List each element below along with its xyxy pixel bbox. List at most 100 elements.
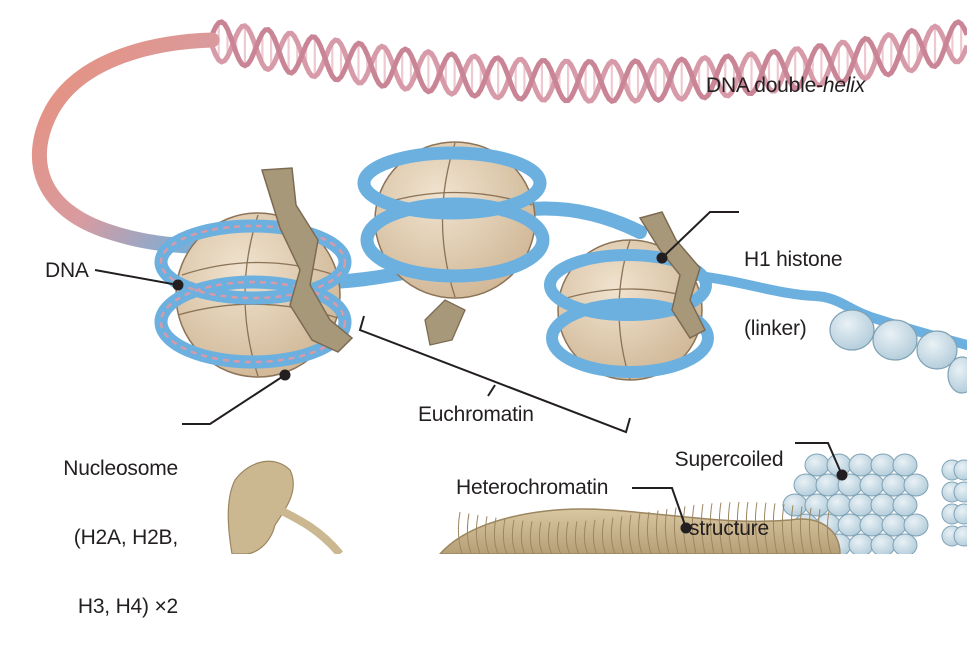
heterochromatin-ridge [574,521,580,554]
heterochromatin-ridge [583,520,589,554]
leader-dna-dot [172,279,184,291]
chromatin-diagram: DNA double-helix H1 histone (linker) DNA… [31,19,967,618]
nucleosome-left [154,212,352,378]
label-dna: DNA [45,259,89,282]
supercoil-bead [903,473,929,497]
supercoil-bead [892,493,918,517]
heterochromatin-ridge [808,507,814,554]
supercoil-bead [903,513,929,537]
heterochromatin-ridge [511,519,517,554]
heterochromatin-ridge [772,503,778,554]
heterochromatin-ridge [709,503,715,554]
supercoil-bead [953,481,967,503]
heterochromatin-ridge [646,511,652,554]
supercoil-bead [881,513,907,537]
leader-h1 [661,211,739,259]
leader-hetero-dot [680,522,692,534]
heterochromatin-ridge [736,501,742,554]
label-nucleosome-line3: H3, H4) ×2 [77,595,178,618]
nucleosome-right [544,239,714,381]
heterochromatin-ridge [493,517,499,554]
heterochromatin-ridge [466,513,472,554]
label-dna-double-helix-italic: helix [822,74,866,97]
supercoil-bead [892,533,918,554]
label-heterochromatin: Heterochromatin [456,476,609,499]
label-nucleosome-line2: (H2A, H2B, [73,526,178,549]
heterochromatin-ridge [547,521,553,554]
h1-histone-right [638,211,706,339]
nucleosome-middle [357,141,550,346]
label-nucleosome-line1: Nucleosome [63,457,178,480]
heterochromatin-ridge [781,504,787,554]
heterochromatin-ridge [619,516,625,554]
heterochromatin-ridge [718,502,724,554]
leader-supercoil [795,442,843,476]
heterochromatin-ridge [529,521,535,554]
leader-nucleosome [182,374,286,425]
heterochromatin-ridge [457,511,463,554]
heterochromatin-ridge [556,521,562,554]
chromatin-beads [829,309,967,394]
leader-dna [94,269,179,286]
heterochromatin-ridge [502,518,508,554]
heterochromatin-ridge [727,502,733,554]
heterochromatin-ridge [799,506,805,554]
supercoil-bead [859,473,885,497]
heterochromatin-ridge [817,509,823,554]
heterochromatin-ridge [592,519,598,554]
h1-histone-left [261,167,354,353]
supercoil-bead [870,533,896,554]
heterochromatin-ridge [826,510,832,554]
supercoil-bead [793,473,819,497]
heterochromatin-ridge [664,508,670,554]
heterochromatin-ridge [691,505,697,554]
supercoil-bead [848,493,874,517]
supercoiled-structure [782,453,967,554]
label-nucleosome: Nucleosome (H2A, H2B, H3, H4) ×2 [18,411,178,664]
leader-h1-dot [656,252,668,264]
leader-hetero [632,487,687,529]
label-dna-double-helix: DNA double-helix [706,74,865,97]
heterochromatin-ridge [601,518,607,554]
supercoil-bead [826,493,852,517]
label-supercoiled-line1: Supercoiled [674,448,784,471]
euchromatin-bracket [358,315,631,434]
supercoil-bead [953,503,967,525]
label-h1-line2: (linker) [744,317,807,340]
supercoil-bead [848,453,874,477]
heterochromatin [438,501,841,554]
label-dna-double-helix-text: DNA double- [706,74,823,97]
supercoil-bead [804,493,830,517]
supercoil-bead [848,533,874,554]
heterochromatin-ridge [565,521,571,554]
heterochromatin-ridge [700,504,706,554]
exit-dna [685,270,967,350]
heterochromatin-ridge [628,514,634,554]
leader-supercoil-dot [836,469,848,481]
supercoil-bead [892,453,918,477]
supercoil-bead [870,493,896,517]
heterochromatin-ridge [475,514,481,554]
heterochromatin-ridge [520,520,526,554]
leader-nucleosome-dot [279,369,291,381]
heterochromatin-ridge [610,517,616,554]
heterochromatin-ridge [655,510,661,554]
leader-lines [94,211,848,534]
heterochromatin-ridge [484,516,490,554]
heterochromatin-ridge [637,513,643,554]
supercoil-bead [804,453,830,477]
supercoil-bead [953,525,967,547]
dna-double-helix [207,19,967,104]
supercoil-bead [870,453,896,477]
label-h1-line1: H1 histone [744,248,843,271]
diagram-art [31,19,967,554]
heterochromatin-ridge [745,501,751,554]
heterochromatin-ridge [673,507,679,554]
leader-euchromatin [487,384,496,397]
heterochromatin-ridge [754,502,760,554]
dna-fiber [31,32,220,254]
supercoil-bead [815,473,841,497]
heterochromatin-ridge [763,502,769,554]
heterochromatin-ridge [538,521,544,554]
label-euchromatin: Euchromatin [418,403,534,426]
